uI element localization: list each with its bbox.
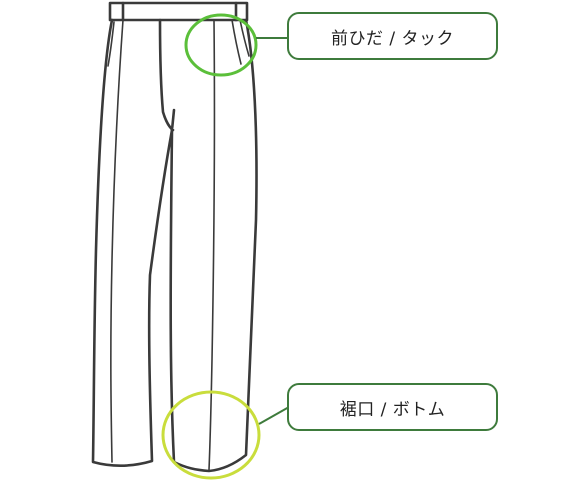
left-leg-crease [110,19,124,463]
hem-callout-label: 裾口 / ボトム [339,399,446,420]
left-leg-outline [91,18,176,467]
trousers-illustration [91,1,258,473]
tuck-highlight-circle [184,13,258,77]
hem-callout: 裾口 / ボトム [287,383,498,431]
tuck-line-2 [239,19,250,57]
waistband [108,1,249,22]
tuck-line-1 [231,19,242,65]
tuck-callout-label: 前ひだ / タック [330,28,455,49]
right-leg-crease [208,19,216,471]
hem-leader-line [258,406,290,425]
fly-seam [158,18,175,132]
hem-highlight-circle [161,390,261,480]
left-pocket [107,21,115,67]
tuck-callout: 前ひだ / タック [287,12,498,60]
